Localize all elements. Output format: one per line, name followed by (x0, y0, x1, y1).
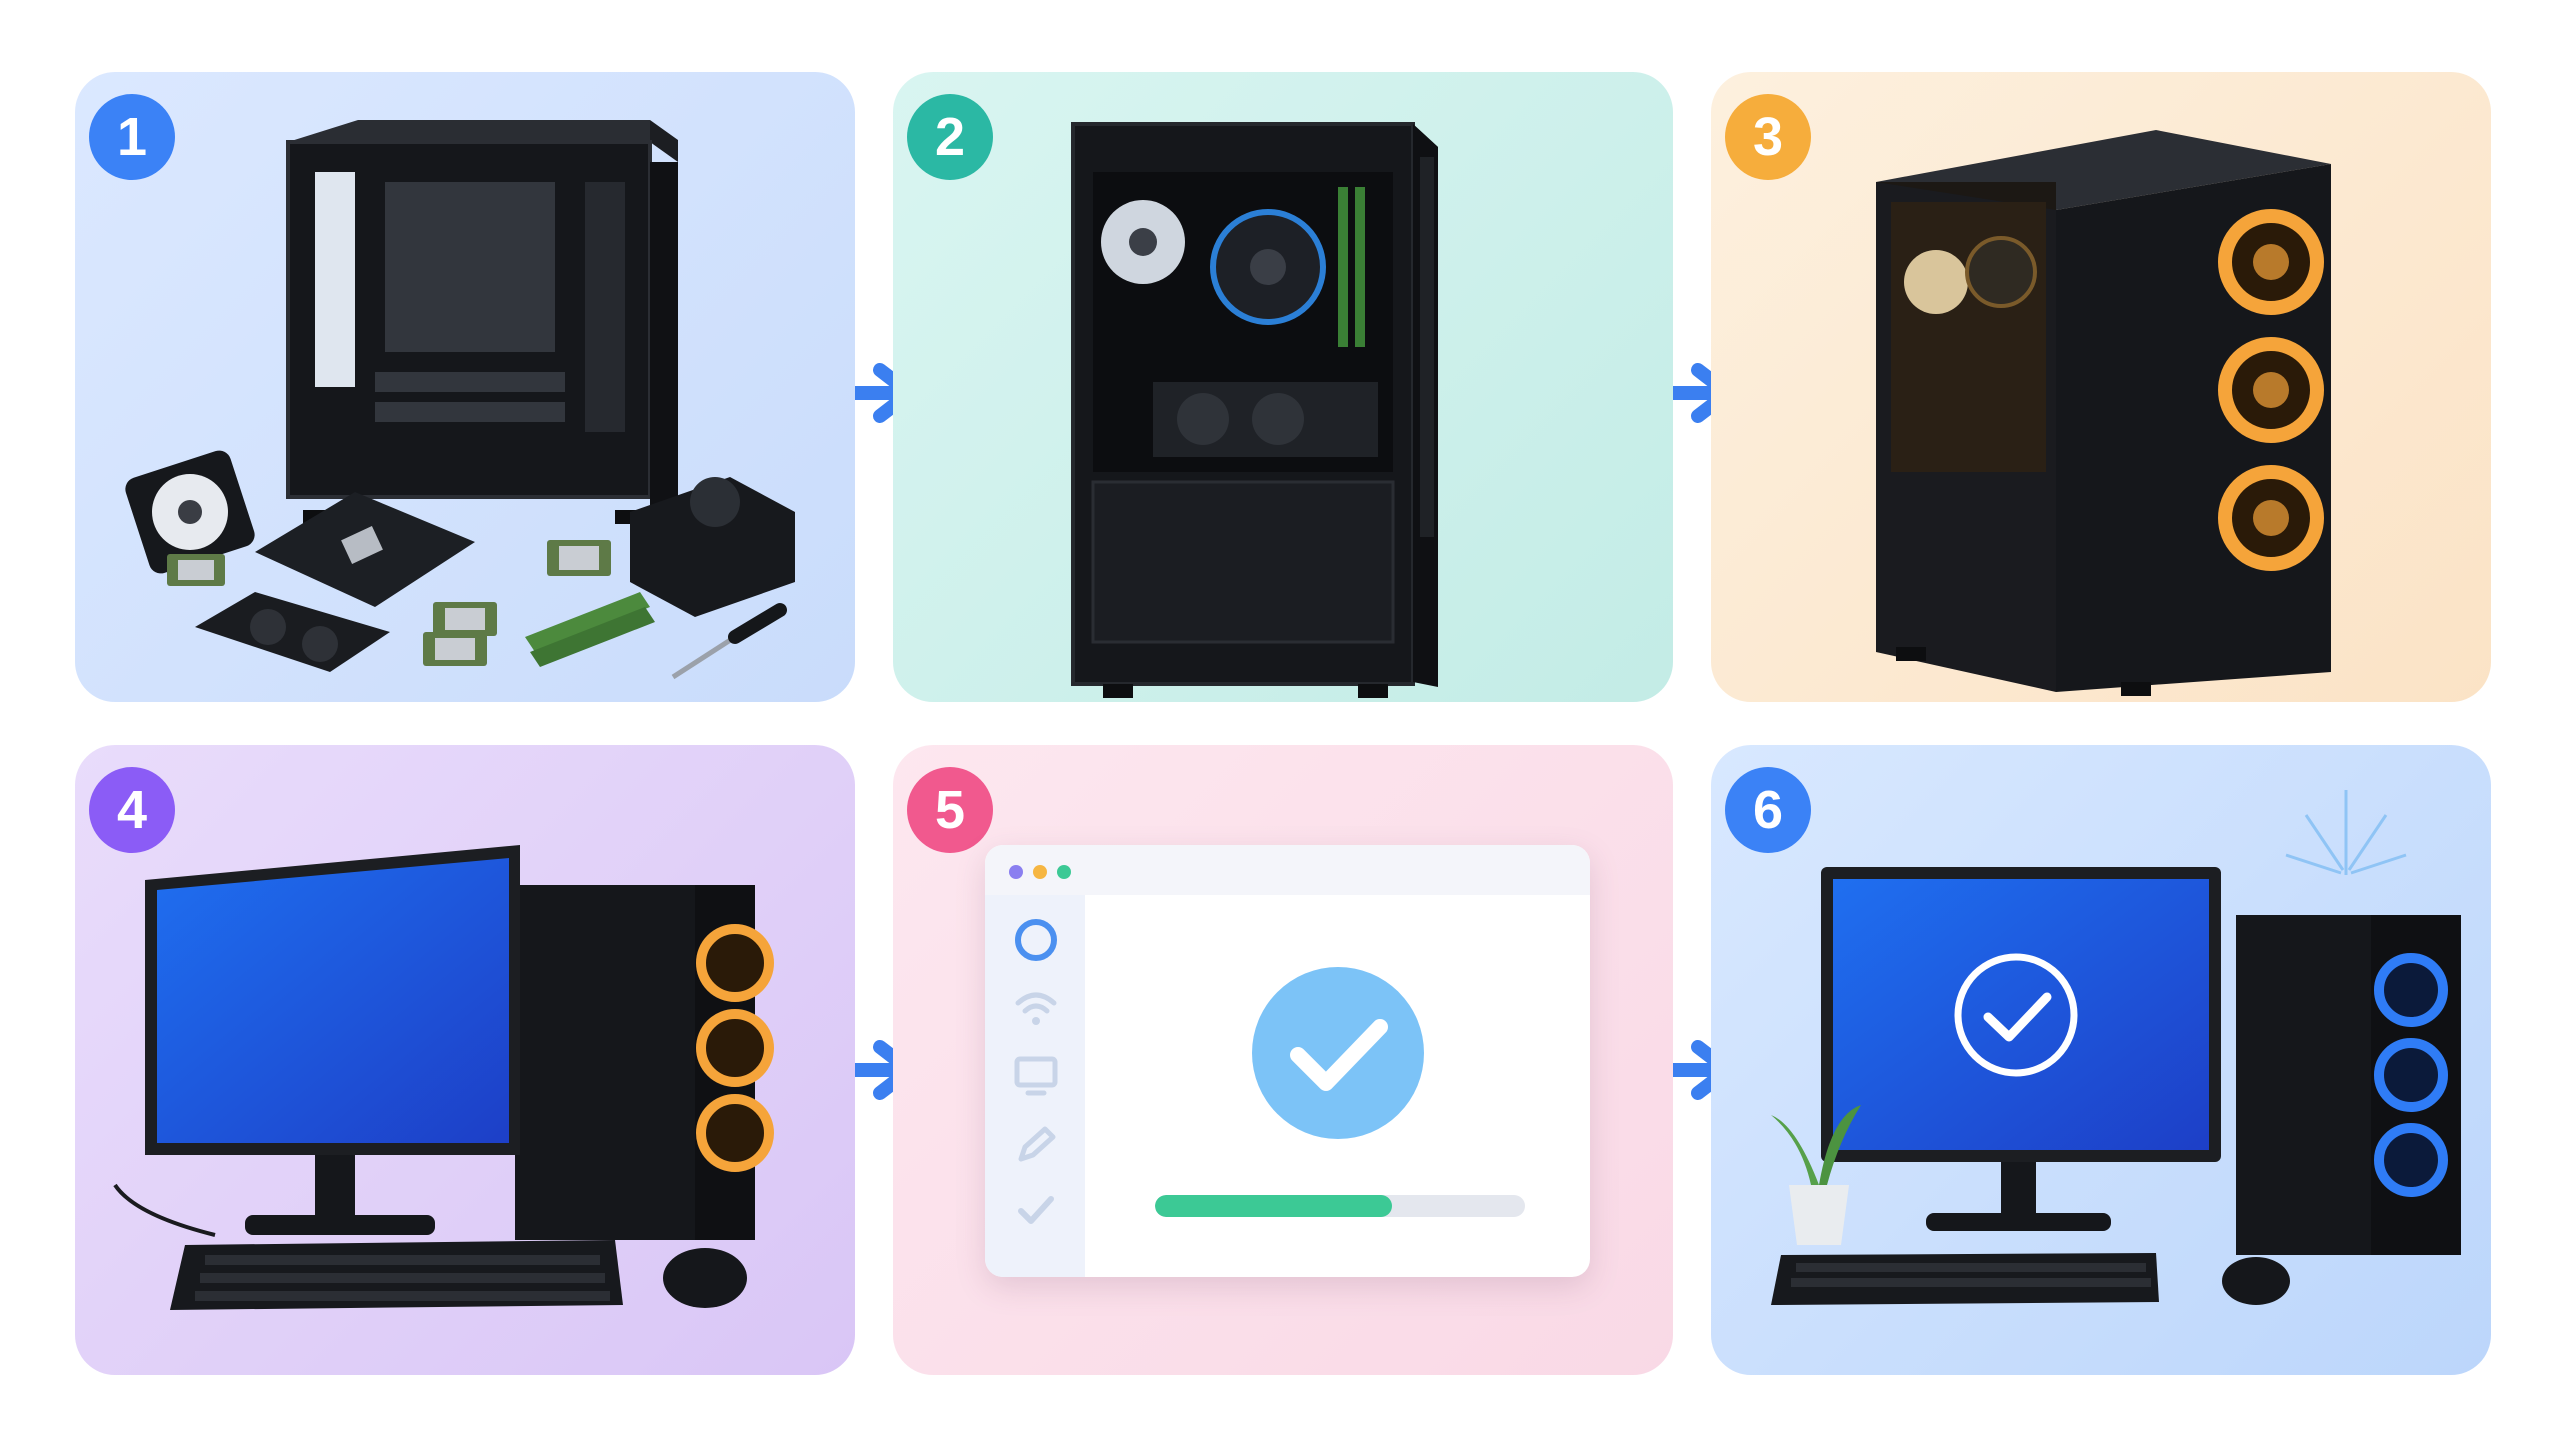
check-icon[interactable] (1013, 1191, 1059, 1231)
progress-bar (1155, 1195, 1525, 1217)
circle-icon[interactable] (1013, 917, 1059, 963)
wifi-icon[interactable] (1013, 989, 1059, 1029)
step-6-panel: 6 (1711, 745, 2491, 1375)
install-window (985, 845, 1590, 1277)
step-badge: 5 (907, 767, 993, 853)
desktop-setup-illustration (113, 845, 774, 1310)
pc-case-glowing-illustration (1876, 130, 2331, 696)
window-dot-icon (1033, 865, 1047, 879)
step-2-panel: 2 (893, 72, 1673, 702)
sparkle-icon (2285, 790, 2407, 875)
step-badge: 2 (907, 94, 993, 180)
progress-fill (1155, 1195, 1392, 1217)
monitor-icon[interactable] (1013, 1055, 1059, 1097)
window-dot-icon (1009, 865, 1023, 879)
step-3-panel: 3 (1711, 72, 2491, 702)
pc-case-illustration (1071, 122, 1438, 698)
step-badge: 4 (89, 767, 175, 853)
pen-icon[interactable] (1013, 1123, 1059, 1165)
step-1-panel: 1 (75, 72, 855, 702)
step-4-panel: 4 (75, 745, 855, 1375)
success-check-icon (1252, 967, 1424, 1139)
pc-parts-illustration (125, 120, 795, 680)
step-badge: 1 (89, 94, 175, 180)
window-sidebar (985, 895, 1085, 1277)
step-badge: 3 (1725, 94, 1811, 180)
step-5-panel: 5 (893, 745, 1673, 1375)
desktop-complete-illustration (1771, 790, 2461, 1305)
window-dot-icon (1057, 865, 1071, 879)
step-badge: 6 (1725, 767, 1811, 853)
window-titlebar (985, 845, 1590, 895)
